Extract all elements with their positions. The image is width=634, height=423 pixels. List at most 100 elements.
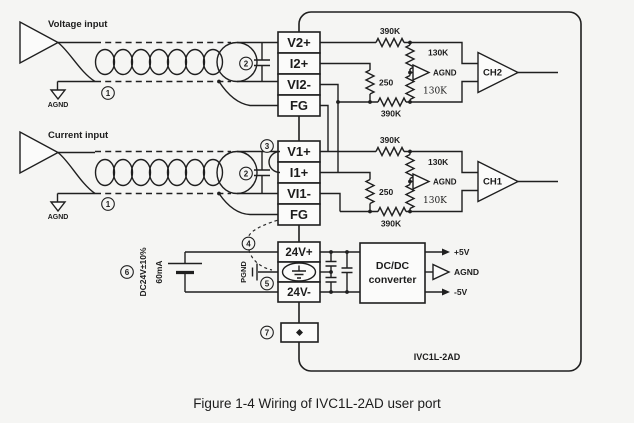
power-section: DC24V±10% 60mA PGND DC/DC converter +5V … — [138, 216, 479, 304]
resistor-250 — [364, 178, 376, 205]
callout-5-icon: 5 — [260, 276, 274, 291]
resistor-390k-label: 390K — [380, 26, 401, 36]
earth-terminal-icon — [281, 262, 317, 282]
resistor-390k-label: 390K — [380, 135, 401, 145]
pgnd-label: PGND — [239, 261, 248, 283]
ch1-amplifier-icon — [477, 160, 520, 203]
terminal-block-ch2: V2+ I2+ VI2- FG — [277, 31, 321, 117]
svg-text:3: 3 — [265, 142, 270, 151]
minus5v-label: -5V — [454, 287, 468, 297]
terminal-fg-upper — [277, 94, 321, 117]
twisted-pair-icon — [94, 150, 258, 195]
callout-1-icon: 1 — [101, 197, 115, 211]
terminal-24v-plus-label: 24V+ — [285, 247, 312, 259]
voltage-input-label: Voltage input — [48, 19, 108, 30]
resistor-130k-label: 130K — [423, 87, 447, 97]
svg-text:1: 1 — [106, 200, 111, 209]
agnd-label: AGND — [48, 214, 69, 221]
fg-link-wire — [320, 104, 329, 152]
resistor-250-label: 250 — [379, 187, 393, 197]
current-spec-label: 60mA — [154, 260, 164, 283]
shield-to-fg-wire — [218, 81, 278, 107]
ch2-network: AGND CH2 390K 130K 250 130K 390K — [320, 26, 558, 173]
shield-to-fg-wire — [218, 193, 278, 216]
resistor-250-label: 250 — [379, 78, 393, 88]
terminal-block-power: 24V+ 24V- — [277, 241, 321, 303]
terminal-24v-minus-label: 24V- — [287, 287, 311, 299]
svg-text:1: 1 — [106, 89, 111, 98]
agnd-out-arrow-icon — [432, 263, 451, 281]
terminal-fg-lower — [277, 203, 321, 226]
ch1-label: CH1 — [483, 177, 503, 188]
callout-3-icon: 3 — [260, 139, 274, 153]
terminal-block-ch1: V1+ I1+ VI1- FG — [268, 140, 321, 226]
agnd-label: AGND — [48, 102, 69, 109]
terminal-fg-lower-label: FG — [290, 207, 308, 222]
resistor-390k-label: 390K — [381, 219, 402, 229]
callout-2-icon: 2 — [239, 166, 253, 181]
dcdc-label-line2: converter — [369, 274, 417, 286]
callout-6-icon: 6 — [120, 265, 134, 279]
agnd-ground-icon — [49, 89, 67, 101]
terminal-24v-minus — [277, 281, 321, 303]
terminal-i1-plus-label: I1+ — [290, 165, 309, 180]
fg-earth-dashed-link — [248, 249, 273, 271]
terminal-v2-plus-label: V2+ — [287, 35, 311, 50]
svg-text:2: 2 — [244, 60, 249, 69]
terminal-i2-plus-label: I2+ — [290, 56, 309, 71]
cable-capacitor-icon — [254, 151, 270, 194]
resistor-390k-top — [375, 145, 405, 158]
dc24v-spec-label: DC24V±10% — [138, 247, 148, 297]
svg-text:7: 7 — [265, 329, 270, 338]
terminal-fg-upper-label: FG — [290, 98, 308, 113]
agnd-net-label: AGND — [433, 178, 457, 187]
current-input-cable: Current input AGND — [19, 130, 278, 221]
minus5v-arrow-icon — [442, 288, 450, 296]
terminal-v1-plus-label: V1+ — [287, 144, 311, 159]
current-input-label: Current input — [48, 130, 109, 141]
pgnd-ground-icon — [251, 263, 278, 281]
agnd-ground-icon — [49, 201, 67, 213]
agnd-buffer-icon — [412, 63, 431, 82]
ch2-label: CH2 — [483, 68, 502, 79]
chassis-ground-box — [280, 322, 319, 343]
resistor-130k-bottom — [404, 183, 416, 210]
svg-text:6: 6 — [125, 268, 130, 277]
module-name-label: IVC1L-2AD — [414, 352, 461, 362]
voltage-input-cable: Voltage input AGND — [19, 19, 278, 109]
callout-1-icon: 1 — [101, 86, 115, 100]
resistor-130k-label: 130K — [423, 196, 447, 206]
battery-icon — [168, 252, 202, 292]
callout-7-icon: 7 — [260, 325, 274, 340]
agnd-buffer-icon — [412, 172, 431, 191]
dcdc-label-line1: DC/DC — [376, 260, 410, 272]
callout-2-icon: 2 — [239, 56, 253, 71]
voltage-source-icon — [19, 20, 60, 65]
ch2-amplifier-icon — [477, 51, 520, 94]
ch1-network: AGND CH1 390K 130K 250 130K 390K — [320, 135, 558, 229]
resistor-390k-label: 390K — [381, 109, 402, 119]
resistor-390k-bottom — [377, 96, 407, 108]
resistor-130k-bottom — [404, 74, 416, 101]
cable-capacitor-icon — [254, 42, 270, 82]
ground-dot-icon — [296, 329, 303, 336]
dcdc-converter-box — [359, 242, 426, 304]
current-source-icon — [19, 130, 60, 175]
resistor-130k-label: 130K — [428, 157, 449, 167]
svg-text:2: 2 — [244, 170, 249, 179]
terminal-vi2-minus-label: VI2- — [287, 77, 311, 92]
resistor-390k-top — [375, 36, 405, 49]
agnd-net-label: AGND — [433, 69, 457, 78]
resistor-130k-label: 130K — [428, 48, 449, 58]
svg-text:5: 5 — [265, 280, 270, 289]
svg-text:4: 4 — [246, 240, 251, 249]
plus5v-arrow-icon — [442, 248, 450, 256]
terminal-vi1-minus-label: VI1- — [287, 186, 311, 201]
terminal-earth — [277, 261, 321, 283]
resistor-390k-bottom — [377, 205, 407, 218]
agnd-out-label: AGND — [454, 267, 479, 277]
v1-i1-jumper-wire — [268, 150, 281, 174]
figure-caption: Figure 1-4 Wiring of IVC1L-2AD user port — [193, 396, 441, 411]
